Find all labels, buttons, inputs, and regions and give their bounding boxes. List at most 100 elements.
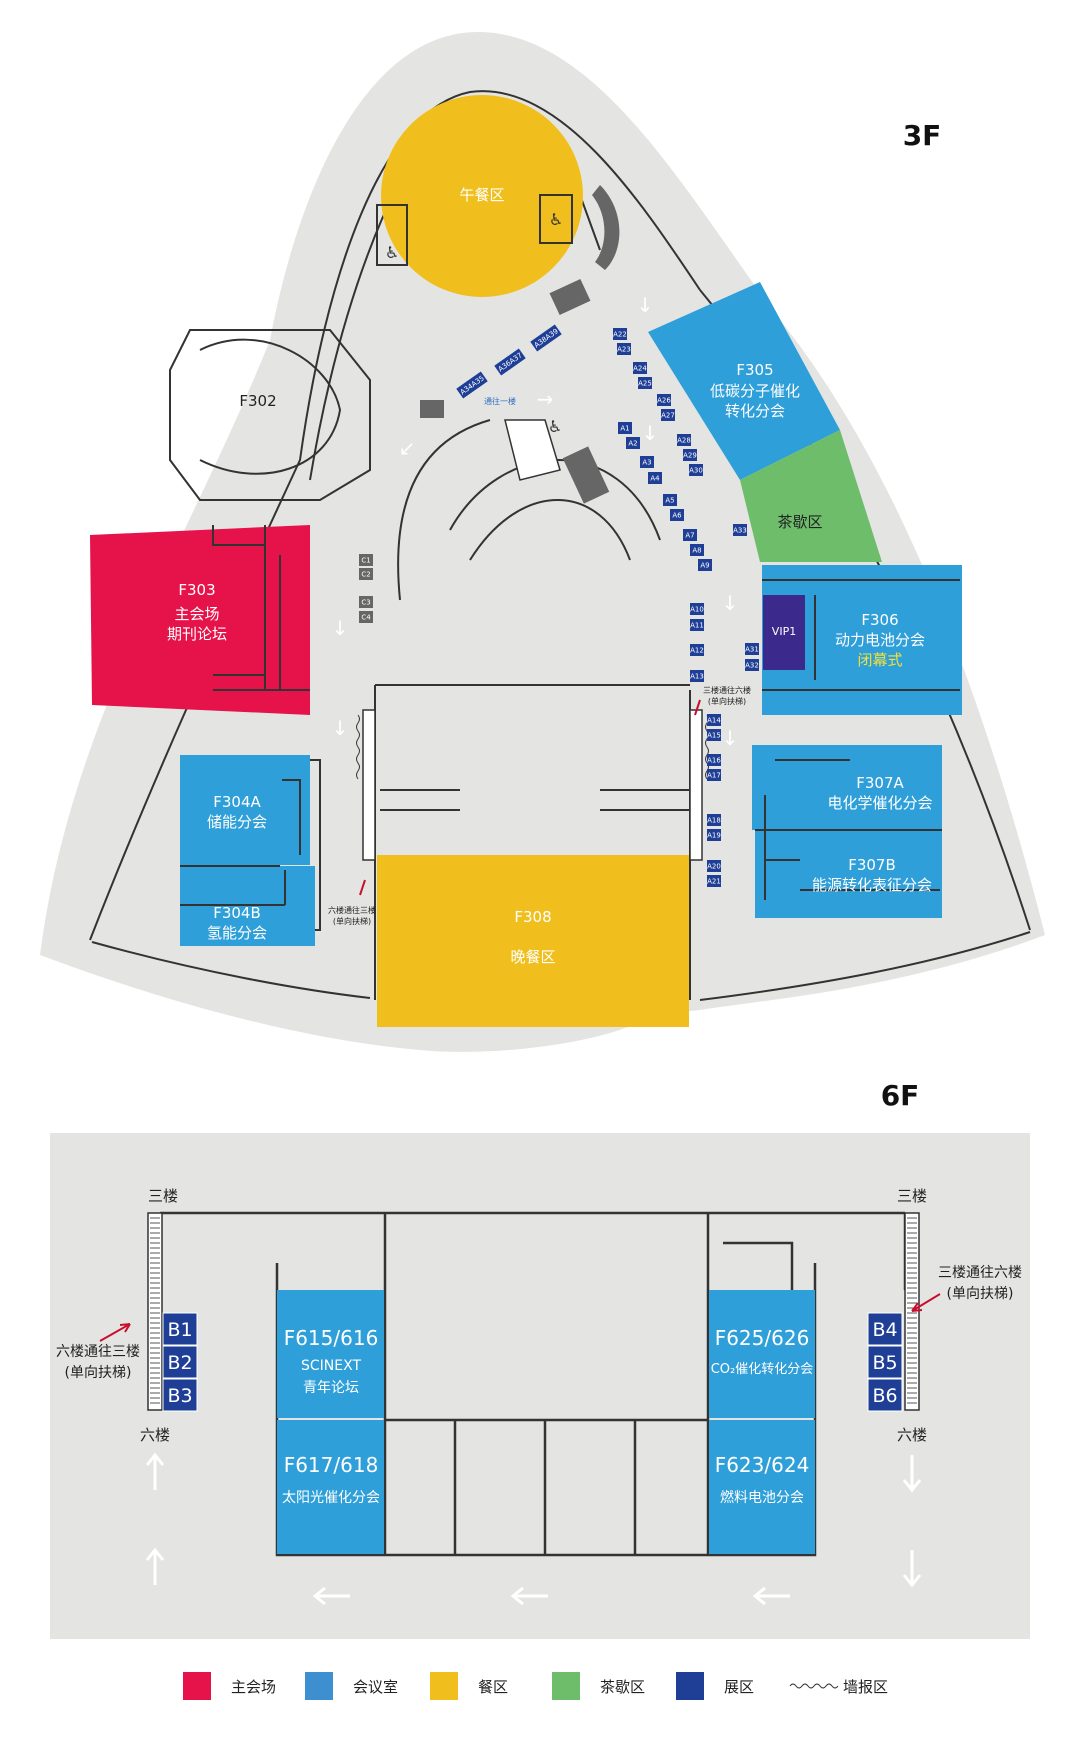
vip-room <box>763 595 805 670</box>
booth-label: A21 <box>707 878 721 886</box>
room-f623-code: F623/624 <box>715 1453 810 1477</box>
room-f625-code: F625/626 <box>715 1326 810 1350</box>
room-f308-name: 晚餐区 <box>510 948 555 966</box>
room-f305-line2: 转化分会 <box>725 402 785 420</box>
pillar <box>420 400 444 418</box>
booth-label: A15 <box>707 732 721 740</box>
booth-marker <box>359 611 373 623</box>
booth-label: A17 <box>707 772 721 780</box>
legend: 主会场会议室餐区茶歇区展区墙报区 <box>183 1672 888 1700</box>
escalator-up-label: (单向扶梯) <box>708 696 746 706</box>
booth-label: A14 <box>707 717 721 725</box>
booth-label: A13 <box>690 673 704 681</box>
arrow-icon <box>359 879 366 896</box>
room-f625 <box>709 1290 815 1418</box>
booth-label: A11 <box>690 622 704 630</box>
room-f623-name: 燃料电池分会 <box>720 1489 804 1506</box>
arrow-icon <box>312 1586 350 1606</box>
room-f307b <box>755 831 942 918</box>
escalator-down-label: (单向扶梯) <box>333 916 371 926</box>
booth-label: A32 <box>745 662 759 670</box>
booth-marker <box>657 394 671 406</box>
booth-marker <box>745 643 759 655</box>
booth-label: A12 <box>690 647 704 655</box>
booth-label: A9 <box>700 562 709 570</box>
room-f307b-name: 能源转化表征分会 <box>812 876 932 894</box>
arrow-icon: ↙ <box>399 436 416 460</box>
legend-swatch <box>305 1672 333 1700</box>
pillar <box>549 278 591 316</box>
poster-wall <box>356 714 360 780</box>
booth-marker <box>690 603 704 615</box>
legend-label: 墙报区 <box>843 1678 888 1696</box>
room-f305 <box>648 282 840 480</box>
room-f615 <box>277 1290 384 1418</box>
booth-marker <box>707 829 721 841</box>
arrow-icon <box>752 1586 790 1606</box>
arrow-icon <box>145 1452 165 1490</box>
booth-label: A16 <box>707 757 721 765</box>
label-third-floor-left: 三楼 <box>148 1187 178 1205</box>
tea-area <box>740 430 882 562</box>
booth-label: A3 <box>642 459 651 467</box>
booth-label: C1 <box>361 557 370 565</box>
arrow-icon <box>902 1550 922 1588</box>
booth-label: A5 <box>665 497 674 505</box>
booth-label: A27 <box>661 412 675 420</box>
booth-marker <box>617 343 631 355</box>
escalator-up-label: 三楼通往六楼 <box>703 685 751 695</box>
booth-label: C4 <box>361 614 371 622</box>
label-third-floor-right: 三楼 <box>897 1187 927 1205</box>
booth-marker <box>494 348 526 376</box>
room-f306-line2: 闭幕式 <box>857 651 902 669</box>
arrow-icon <box>902 1455 922 1493</box>
room-f303-code: F303 <box>178 581 215 599</box>
pillar <box>562 446 610 504</box>
booth-marker <box>689 464 703 476</box>
booth-marker <box>663 494 677 506</box>
legend-label: 展区 <box>724 1678 754 1696</box>
room-f308 <box>377 855 689 1027</box>
booth-marker <box>640 456 654 468</box>
escalator-up <box>904 1212 920 1411</box>
booth-label: A28 <box>677 437 691 445</box>
restroom-icon: ♿ <box>549 210 563 229</box>
restroom-icon: ♿ <box>548 417 562 436</box>
booth-label: B2 <box>167 1352 192 1374</box>
vip-room-label: VIP1 <box>772 625 796 638</box>
booth-marker <box>867 1345 903 1379</box>
booth-marker <box>745 659 759 671</box>
booth-label: A22 <box>613 331 627 339</box>
booth-marker <box>683 529 697 541</box>
escalator-up-label: 三楼通往六楼 <box>938 1265 1022 1281</box>
booth-marker <box>626 437 640 449</box>
booth-marker <box>690 644 704 656</box>
arrow-icon: ↓ <box>332 716 349 740</box>
room-f303-line2: 期刊论坛 <box>167 625 227 643</box>
label-sixth-floor-left: 六楼 <box>140 1426 170 1444</box>
room-f307a-name: 电化学催化分会 <box>827 794 932 812</box>
floor-6-label: 6F <box>881 1079 920 1112</box>
booth-marker <box>698 559 712 571</box>
floor-3-label: 3F <box>903 119 942 152</box>
room-f305-line1: 低碳分子催化 <box>710 382 800 400</box>
booth-marker <box>690 670 704 682</box>
booth-label: A33 <box>733 527 747 535</box>
booth-marker <box>162 1312 198 1346</box>
legend-label: 茶歇区 <box>600 1678 645 1696</box>
pillar <box>592 185 620 270</box>
legend-swatch <box>430 1672 458 1700</box>
booth-marker <box>867 1378 903 1412</box>
booth-marker <box>162 1345 198 1379</box>
booth-marker <box>670 509 684 521</box>
escalator-down-label: (单向扶梯) <box>65 1365 132 1381</box>
to-floor1-label: 通往一楼 <box>484 396 516 406</box>
room-f617-name: 太阳光催化分会 <box>282 1490 380 1506</box>
booth-label: A1 <box>620 425 629 433</box>
booth-label: A23 <box>617 346 631 354</box>
booth-label: A6 <box>672 512 682 520</box>
legend-swatch <box>552 1672 580 1700</box>
room-f308-code: F308 <box>514 908 551 926</box>
